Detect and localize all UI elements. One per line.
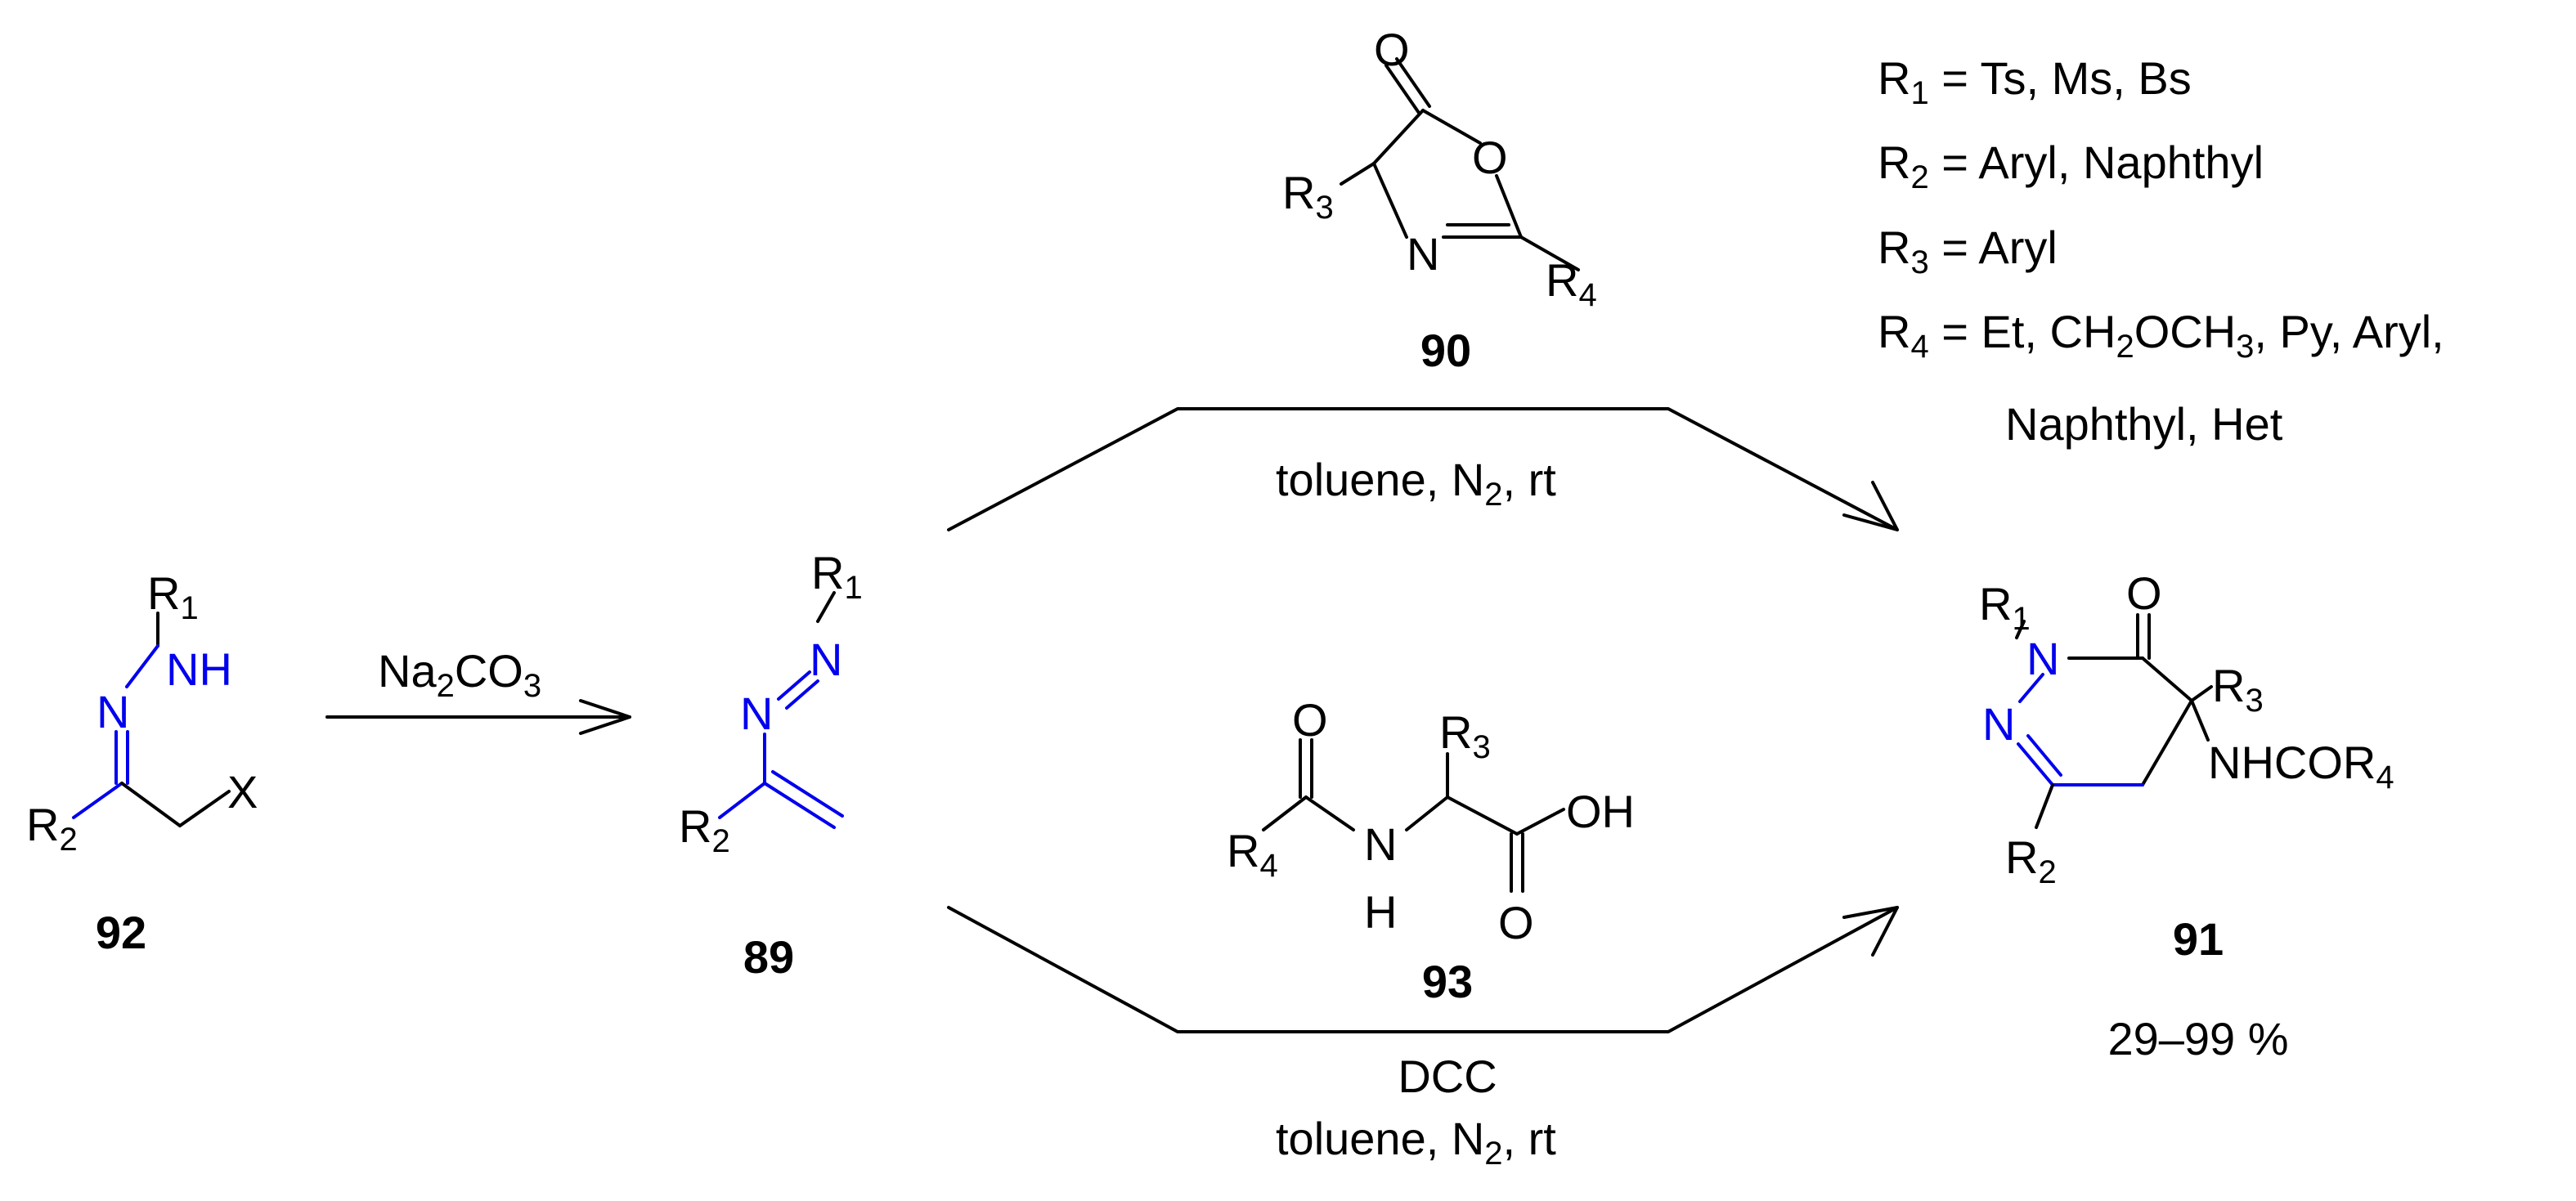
upper-arrow-head: [1842, 481, 1899, 531]
bond-cq-ch2: [2141, 699, 2193, 786]
lower-conditions-line1: DCC: [1398, 1051, 1497, 1102]
substituent-definitions: R1 = Ts, Ms, Bs R2 = Aryl, Naphthyl R3 =…: [1878, 52, 2444, 450]
atom-r2: R2: [26, 799, 78, 858]
atom-nhcor: NHCOR4: [2208, 737, 2394, 795]
bond-c-ch2: [120, 782, 182, 827]
definition-r2: R2 = Aryl, Naphthyl: [1878, 137, 2264, 195]
arrow-head: [579, 699, 631, 735]
lower-conditions-line2: toluene, N2, rt: [1276, 1113, 1556, 1172]
compound-label-89: 89: [743, 931, 794, 983]
atom-r4: R4: [1546, 254, 1597, 313]
atom-r3: R3: [1282, 167, 1334, 226]
definition-r4: R4 = Et, CH2OCH3, Py, Aryl,: [1878, 306, 2444, 365]
bond-n-c-double-b: [2026, 734, 2062, 777]
bond-c-ch2-double-a: [763, 782, 836, 829]
bond-o-c2: [1495, 174, 1523, 239]
bond-c-oh: [1515, 808, 1565, 836]
atom-r3: R3: [2212, 660, 2264, 719]
upper-conditions: toluene, N2, rt: [1276, 454, 1556, 513]
bond-co-cq: [2141, 657, 2193, 702]
bond-cq-r3: [2190, 685, 2213, 702]
compound-label-90: 90: [1420, 325, 1471, 376]
yield-text: 29–99 %: [2107, 1013, 2288, 1064]
atom-r3: R3: [1439, 706, 1491, 765]
bond-cq-nhcor: [2190, 699, 2210, 742]
bond-c-cr3: [1372, 109, 1425, 165]
atom-o: O: [2126, 567, 2162, 619]
bond-n-ca: [1405, 795, 1449, 831]
bond-c-n: [1304, 795, 1355, 831]
compound-93: O R4 N H R3 OH O 93: [1227, 694, 1635, 1007]
atom-oh: OH: [1566, 786, 1635, 837]
bond-c-r2: [2035, 783, 2054, 829]
atom-r1: R1: [811, 547, 863, 606]
bond-c-ch2-double-b: [771, 770, 844, 818]
bond-nh-n: [125, 644, 159, 688]
bond-c-o-ring: [1421, 109, 1482, 145]
atom-n: N: [96, 686, 129, 737]
atom-n-top: N: [810, 634, 842, 685]
atom-nh: NH: [166, 643, 232, 695]
definition-r1: R1 = Ts, Ms, Bs: [1878, 52, 2192, 111]
reagent-na2co3: Na2CO3: [378, 645, 541, 704]
atom-o-acid: O: [1498, 897, 1534, 948]
bond-c-r2: [718, 782, 766, 819]
atom-r2: R2: [2005, 831, 2057, 890]
atom-n: N: [1407, 228, 1439, 280]
atom-n-left: N: [740, 688, 773, 739]
compound-label-93: 93: [1422, 956, 1473, 1007]
bond-n-c-double-a: [2017, 742, 2054, 786]
atom-o-amide: O: [1292, 694, 1328, 746]
bond-r1-n: [2015, 620, 2026, 639]
compound-89: R1 N N R2 89: [679, 547, 863, 983]
bond-ch2-x: [178, 790, 231, 827]
atom-h: H: [1364, 886, 1397, 938]
atom-o-carbonyl: O: [1374, 24, 1410, 75]
compound-91: R1 N O R3 N NHCOR4 R2 91 29–99 %: [1979, 567, 2394, 1064]
bond-c2-r4: [1519, 235, 1580, 271]
compound-90: O O N R3 R4 90: [1282, 24, 1597, 376]
bond-cr3-r3: [1340, 162, 1376, 186]
atom-n-top: N: [2026, 633, 2059, 684]
atom-r1: R1: [1979, 578, 2031, 637]
bond-co-double-a: [1384, 64, 1420, 114]
atom-x: X: [227, 766, 258, 818]
definition-r3: R3 = Aryl: [1878, 222, 2058, 280]
compound-label-92: 92: [96, 907, 146, 958]
compound-label-91: 91: [2173, 913, 2224, 965]
upper-pathway: toluene, N2, rt: [947, 407, 1899, 531]
lower-arrow-head: [1842, 906, 1899, 957]
bond-c-r2: [72, 782, 123, 819]
bond-c-r4: [1262, 795, 1308, 831]
atom-n-left: N: [1982, 698, 2015, 750]
bond-cr3-n: [1372, 162, 1408, 239]
step1-arrow: Na2CO3: [325, 645, 631, 735]
bond-co-double-b: [1395, 57, 1431, 108]
bond-n-n: [2018, 673, 2044, 703]
bond-ca-cooh: [1446, 795, 1519, 836]
upper-arrow: [947, 407, 1899, 531]
definition-r4-continued: Naphthyl, Het: [2005, 398, 2283, 450]
bond-n-n-double-b: [785, 679, 819, 710]
atom-n: N: [1364, 818, 1397, 870]
lower-pathway: DCC toluene, N2, rt: [947, 906, 1899, 1172]
bond-n-n-double-a: [777, 670, 811, 701]
compound-92: R1 NH N R2 X 92: [26, 567, 258, 958]
atom-o-ring: O: [1472, 132, 1508, 183]
atom-r2: R2: [679, 800, 730, 859]
atom-r1: R1: [147, 567, 199, 626]
atom-r4: R4: [1227, 825, 1278, 884]
bond-r1-n: [816, 591, 836, 623]
lower-arrow: [947, 906, 1899, 1033]
